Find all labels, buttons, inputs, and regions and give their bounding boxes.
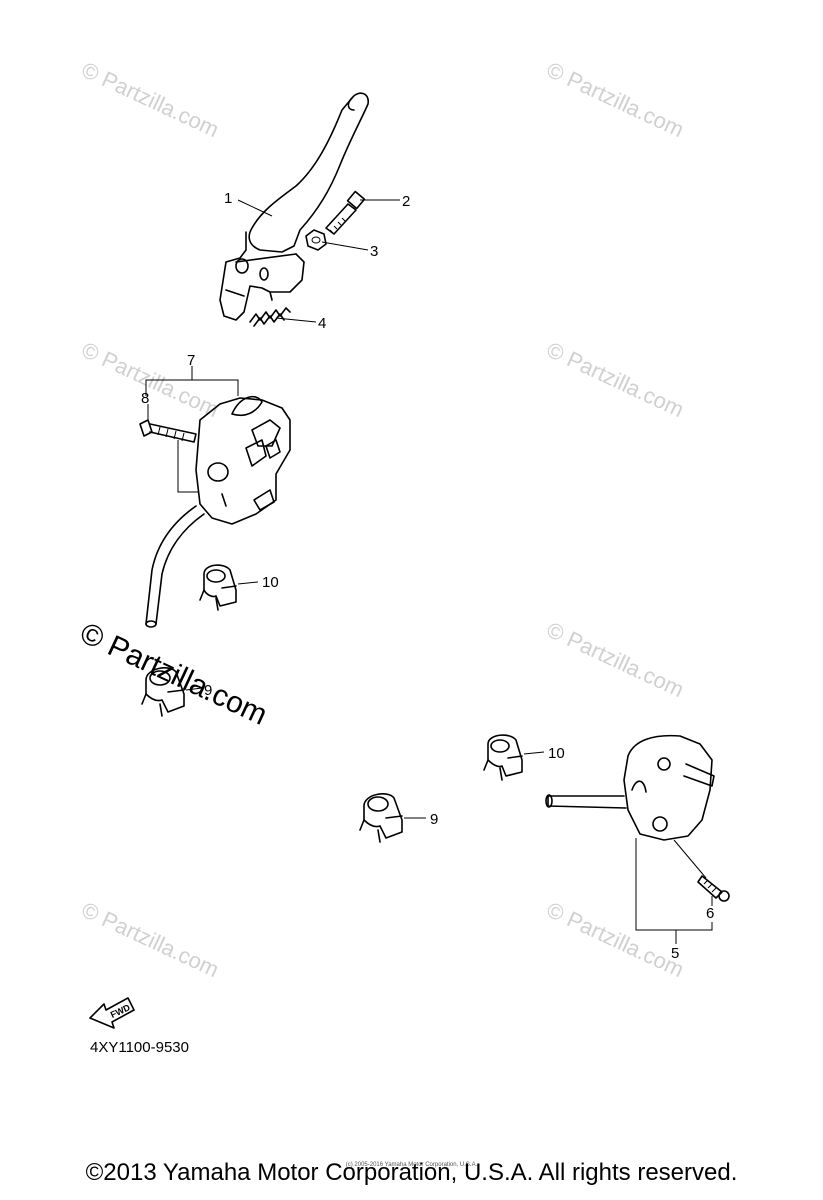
part-number: 4XY1100-9530: [90, 1039, 189, 1056]
callout-1: 1: [224, 190, 232, 207]
leader-lines-top: [237, 199, 400, 323]
watermark: © Partzilla.com: [78, 897, 223, 982]
lever-part-1: [219, 92, 369, 321]
watermarks: © Partzilla.com © Partzilla.com © Partzi…: [75, 57, 688, 982]
callout-4: 4: [318, 315, 326, 332]
callout-labels: 1 2 3 4 7 8 10 9 10 9 6 5 4XY1100-9530: [90, 190, 714, 1056]
clamp-part-9-left: [141, 667, 203, 717]
watermark: © Partzilla.com: [543, 897, 688, 982]
clamp-part-9-middle: [359, 793, 426, 843]
callout-10-right: 10: [548, 745, 565, 762]
watermark: © Partzilla.com: [543, 617, 688, 702]
callout-3: 3: [370, 243, 378, 260]
screw-part-8: [139, 419, 197, 443]
callout-5: 5: [671, 945, 679, 962]
screw-part-6: [697, 875, 730, 902]
callout-10-left: 10: [262, 574, 279, 591]
clamp-part-10-left: [199, 564, 259, 611]
left-switch-part-7: [145, 395, 291, 628]
callout-9-left: 9: [204, 682, 212, 699]
callout-7: 7: [187, 352, 195, 369]
leader-lines-right: [635, 838, 713, 944]
bracket-7: [145, 366, 239, 493]
footer-copyright: ©2013 Yamaha Motor Corporation, U.S.A. A…: [85, 1159, 738, 1186]
right-switch-part-5: [545, 734, 715, 841]
watermark: © Partzilla.com: [78, 57, 223, 142]
callout-6: 6: [706, 905, 714, 922]
watermark: © Partzilla.com: [543, 337, 688, 422]
callout-9-middle: 9: [430, 811, 438, 828]
watermark: © Partzilla.com: [543, 57, 688, 142]
watermark-prominent: © Partzilla.com: [75, 616, 272, 731]
footer-small-copyright: (c) 2005-2016 Yamaha Motor Corporation, …: [345, 1162, 478, 1168]
bolt-part-2: [325, 190, 366, 235]
fwd-arrow-icon: FWD: [89, 997, 135, 1029]
callout-2: 2: [402, 193, 410, 210]
clamp-part-10-right: [483, 734, 545, 781]
callout-8: 8: [141, 390, 149, 407]
nut-part-3: [305, 229, 327, 251]
spring-part-4: [249, 307, 291, 327]
